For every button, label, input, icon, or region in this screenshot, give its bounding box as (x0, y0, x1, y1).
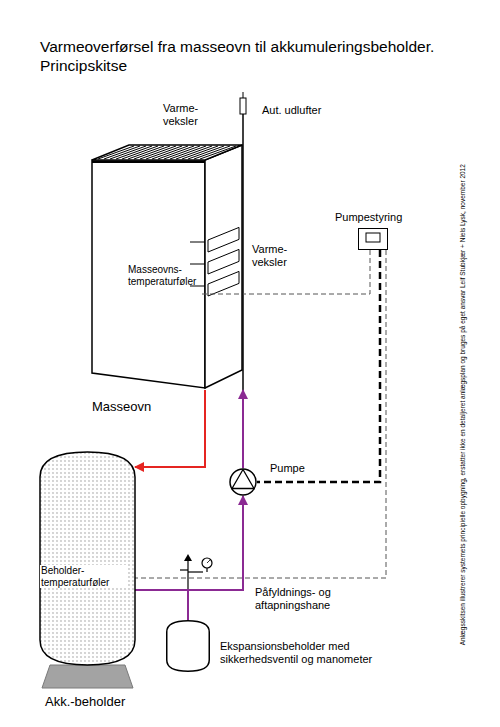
pump-symbol (229, 468, 257, 496)
drawing-part (200, 146, 236, 159)
stove-label: Masseovn (92, 400, 151, 415)
air-vent-symbol (240, 98, 246, 114)
pump: Pumpe (229, 468, 257, 496)
tank-drawing (40, 452, 135, 665)
drawing-part (167, 621, 210, 672)
drawing-part (230, 469, 256, 495)
manometer-symbol (202, 558, 212, 568)
drawing-part (205, 145, 242, 388)
manometer-symbol (207, 560, 210, 563)
drawing-part (359, 229, 388, 250)
drawing-part (208, 271, 239, 296)
drawing-part (190, 242, 205, 243)
tank-label: Akk.-beholder (45, 695, 125, 710)
drawing-part (92, 145, 242, 160)
drawing-part (208, 227, 239, 252)
expansion-vessel: Ekspansionsbeholder med sikkerhedsventil… (166, 620, 210, 672)
pump-label: Pumpe (270, 462, 305, 475)
drawing-part (208, 249, 239, 274)
tank-stand (42, 665, 133, 688)
sensor-label: Beholder- temperaturføler (40, 565, 127, 588)
drawing-part (194, 146, 230, 159)
return-pipe (242, 390, 244, 468)
part-label: Varme- veksler (163, 102, 211, 127)
air-vent-symbol (243, 92, 244, 98)
safety-valve-symbol (184, 554, 192, 561)
vessel-drawing (166, 620, 210, 672)
control-wire (257, 250, 380, 482)
drawing-part (232, 470, 254, 489)
sensor-label: Masseovns- temperaturføler (128, 264, 206, 287)
drawing-part (190, 264, 205, 265)
drawing-part (40, 452, 135, 665)
drawing-part (92, 161, 205, 163)
storage-tank: Akk.-beholder (40, 452, 135, 665)
vessel-label: Ekspansionsbeholder med sikkerhedsventil… (220, 640, 398, 665)
part-label: Aut. udlufter (262, 104, 321, 117)
manometer-branch (188, 571, 203, 572)
part-label: Varme- veksler (252, 243, 300, 268)
drawing-part (202, 294, 242, 295)
drawing-part (366, 233, 380, 242)
diagram-title: Varmeoverførsel fra masseovn til akkumul… (40, 38, 485, 75)
controller-box (358, 228, 388, 250)
controller-label: Pumpestyring (335, 211, 402, 224)
drawing-part (92, 160, 205, 388)
safety-valve-symbol (180, 569, 188, 570)
part-label: Påfyldnings- og aftapningshane (255, 586, 355, 611)
return-pipe (135, 496, 243, 590)
disclaimer-note: Anlægsskitsen illustrerer systemets prin… (459, 95, 466, 715)
expansion-pipe (188, 496, 243, 620)
valve-stem (187, 570, 188, 590)
pump-controller: Pumpestyring (358, 228, 388, 250)
